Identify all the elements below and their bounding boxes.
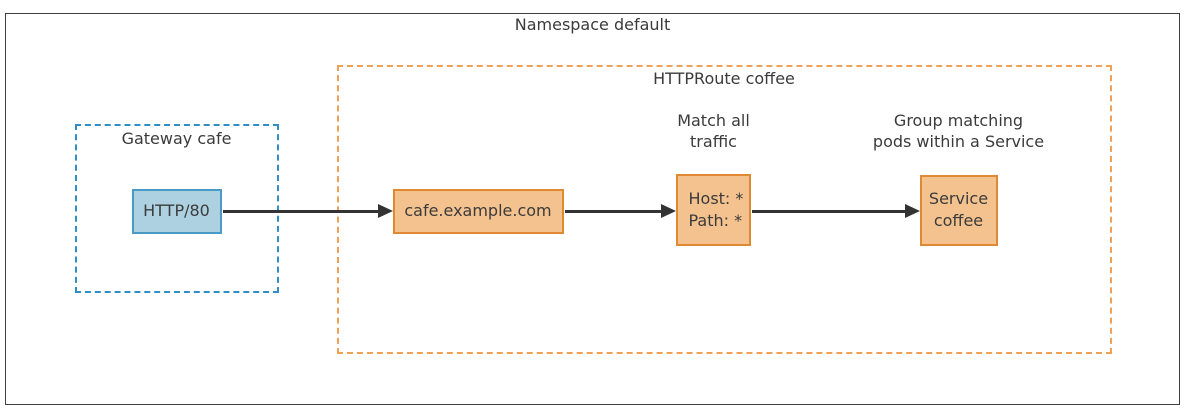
namespace-default-label: Namespace default (514, 15, 671, 34)
match-all-traffic-annotation: Match all traffic (639, 110, 789, 152)
annotation-line: Match all (677, 110, 750, 130)
match-rule-path-line: Path: * (688, 210, 743, 230)
annotation-line: pods within a Service (872, 131, 1045, 151)
annotation-line: Group matching (893, 110, 1024, 130)
backend-node-service-coffee: Service coffee (919, 174, 998, 246)
gateway-cafe-label: Gateway cafe (121, 128, 232, 148)
annotation-line: traffic (690, 131, 737, 151)
httproute-coffee-label: HTTPRoute coffee (653, 68, 795, 88)
arrow-listener-to-hostname (222, 204, 393, 218)
service-node-line: coffee (933, 211, 984, 230)
httproute-coffee-box: HTTPRoute coffee (336, 64, 1112, 354)
arrow-match-to-service (751, 204, 920, 218)
gateway-listener-node-http-80: HTTP/80 (131, 188, 222, 234)
gateway-cafe-box: Gateway cafe (74, 123, 279, 293)
hostname-node-cafe-example-com: cafe.example.com (392, 188, 564, 234)
group-matching-pods-annotation: Group matching pods within a Service (859, 110, 1059, 152)
namespace-default-box: Namespace default Gateway cafe HTTPRoute… (5, 13, 1180, 405)
match-rule-host-line: Host: * (688, 188, 744, 208)
match-rule-node-host-path: Host: * Path: * (675, 173, 751, 246)
service-node-line: Service (928, 189, 989, 208)
arrow-hostname-to-match (564, 204, 676, 218)
